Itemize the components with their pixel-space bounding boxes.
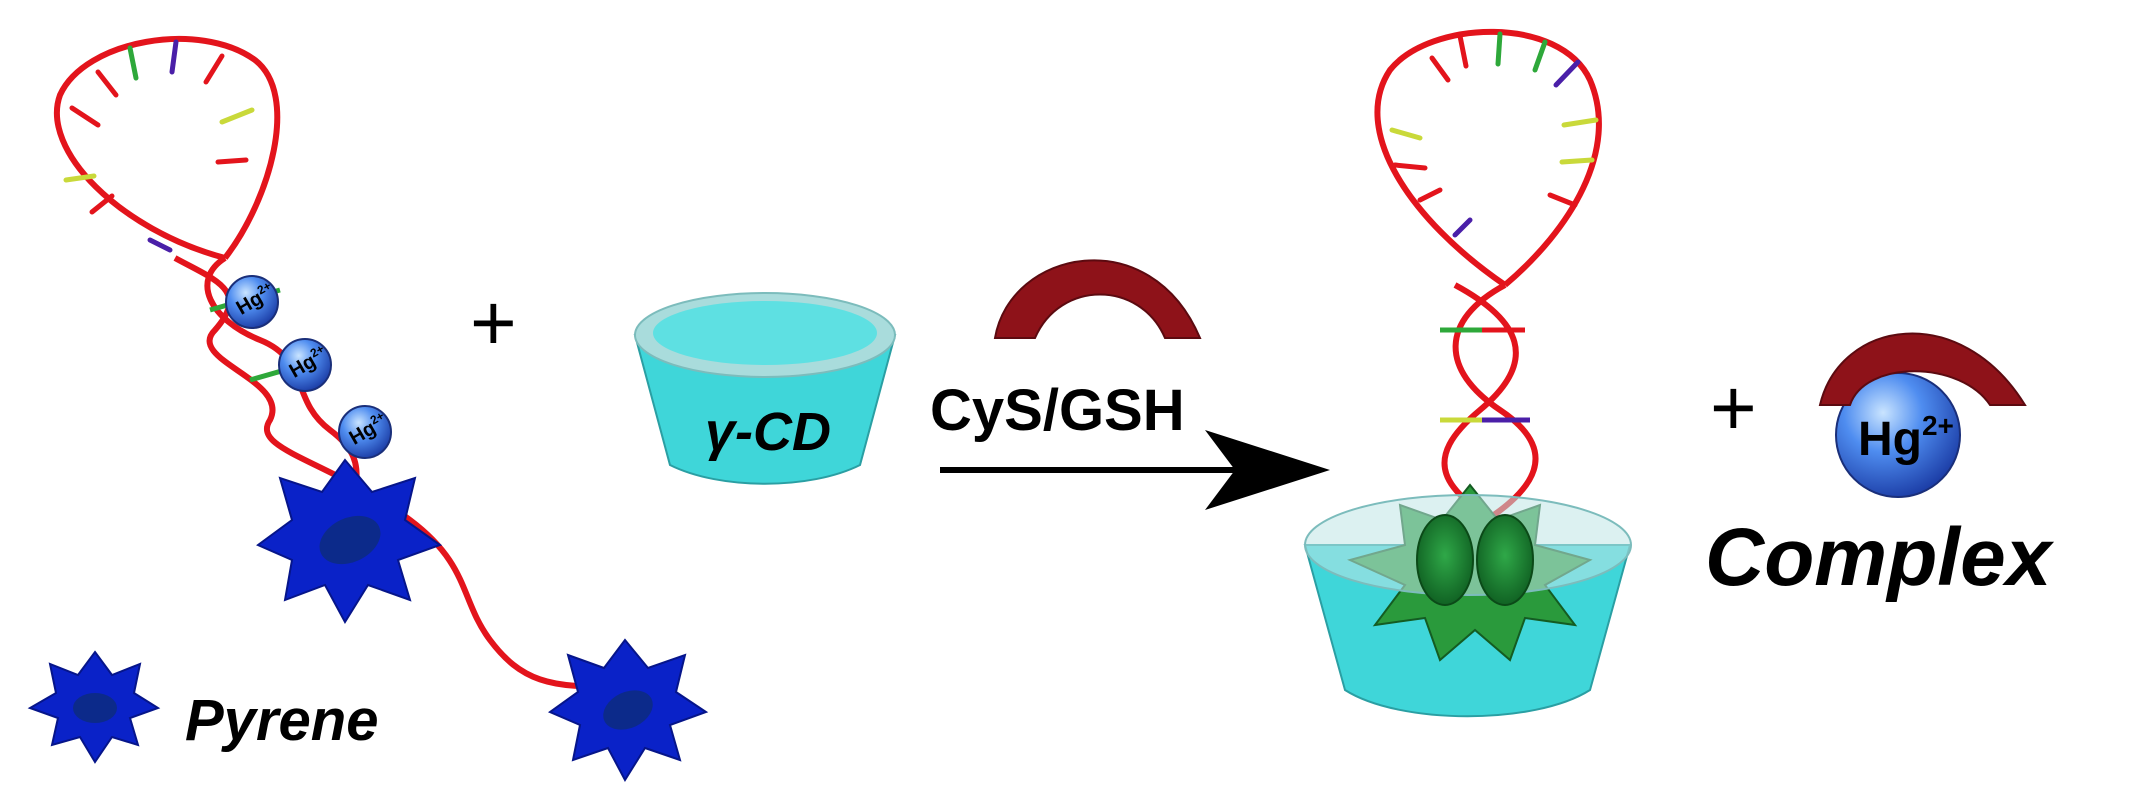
gamma-cyclodextrin: γ-CD — [633, 292, 897, 485]
reagent-label: CyS/GSH — [930, 378, 1185, 443]
released-hairpin — [1374, 28, 1602, 533]
dna-loop — [53, 35, 281, 261]
thiol-cap-icon — [993, 259, 1202, 339]
hairpin-dna-probe: Hg2+ Hg2+ Hg2+ — [53, 35, 709, 782]
dna-loop — [1374, 28, 1602, 288]
arrow-head — [1205, 430, 1330, 510]
plus-sign-left: + — [470, 278, 517, 367]
pyrene-icon — [547, 638, 709, 782]
plus-sign-right: + — [1710, 363, 1757, 452]
hg-ion-2: Hg2+ — [278, 338, 332, 392]
loop-bases — [1389, 31, 1599, 238]
reaction-arrow-group: CyS/GSH — [930, 259, 1330, 510]
thiol-cap-icon — [1818, 332, 2027, 406]
hg-ion-1: Hg2+ — [225, 275, 279, 329]
loop-bases — [63, 39, 255, 253]
complex-label: Complex — [1705, 512, 2055, 603]
dna-stem-strand-a — [1452, 282, 1539, 533]
pyrene-icon — [256, 458, 443, 624]
hg-ion-3: Hg2+ — [338, 405, 392, 459]
cd-excimer-complex — [1303, 483, 1632, 718]
cyclodextrin-label: γ-CD — [705, 402, 831, 462]
dna-stem-strand-b — [173, 255, 621, 690]
hg-thiol-complex: Hg2+ Complex — [1705, 332, 2055, 603]
pyrene-label: Pyrene — [185, 688, 378, 753]
pyrene-icon — [27, 650, 161, 764]
dna-stem-strand-b — [1441, 282, 1519, 533]
svg-text:Hg2+: Hg2+ — [1858, 410, 1954, 466]
pyrene-legend: Pyrene — [27, 650, 378, 764]
